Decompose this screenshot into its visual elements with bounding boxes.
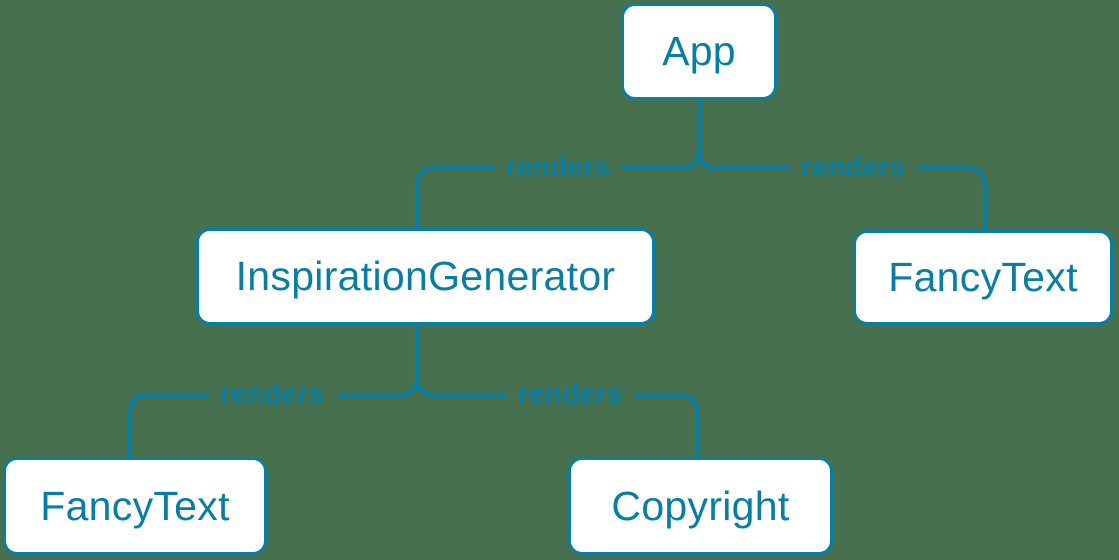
edge-label-renders: renders [800, 151, 906, 182]
edge-app-to-fancy-text-top-segment-0 [697, 98, 790, 170]
node-label-inspiration-generator: InspirationGenerator [235, 253, 616, 299]
edge-app-to-fancy-text-top-segment-1 [916, 166, 987, 234]
edge-app-to-inspiration-generator-segment-0 [620, 98, 701, 170]
edge-label-renders: renders [505, 151, 611, 182]
node-label-fancy-text-top: FancyText [888, 254, 1078, 300]
node-copyright: Copyright [568, 457, 833, 555]
edge-inspiration-generator-to-copyright-segment-1 [633, 393, 699, 461]
node-label-fancy-text-bottom: FancyText [40, 482, 230, 529]
node-label-copyright: Copyright [611, 482, 790, 529]
node-label-app: App [662, 28, 736, 74]
edge-label-renders: renders [219, 378, 325, 409]
node-fancy-text-bottom: FancyText [3, 457, 267, 555]
node-inspiration-generator: InspirationGenerator [196, 228, 655, 325]
edge-inspiration-generator-to-copyright-segment-0 [415, 323, 507, 397]
edge-app-to-inspiration-generator-segment-1 [415, 166, 496, 232]
node-fancy-text-top: FancyText [853, 230, 1113, 325]
edge-label-renders: renders [517, 378, 623, 409]
edge-inspiration-generator-to-fancy-text-bottom-segment-1 [128, 393, 209, 461]
node-app: App [621, 3, 777, 100]
edge-inspiration-generator-to-fancy-text-bottom-segment-0 [338, 323, 419, 397]
